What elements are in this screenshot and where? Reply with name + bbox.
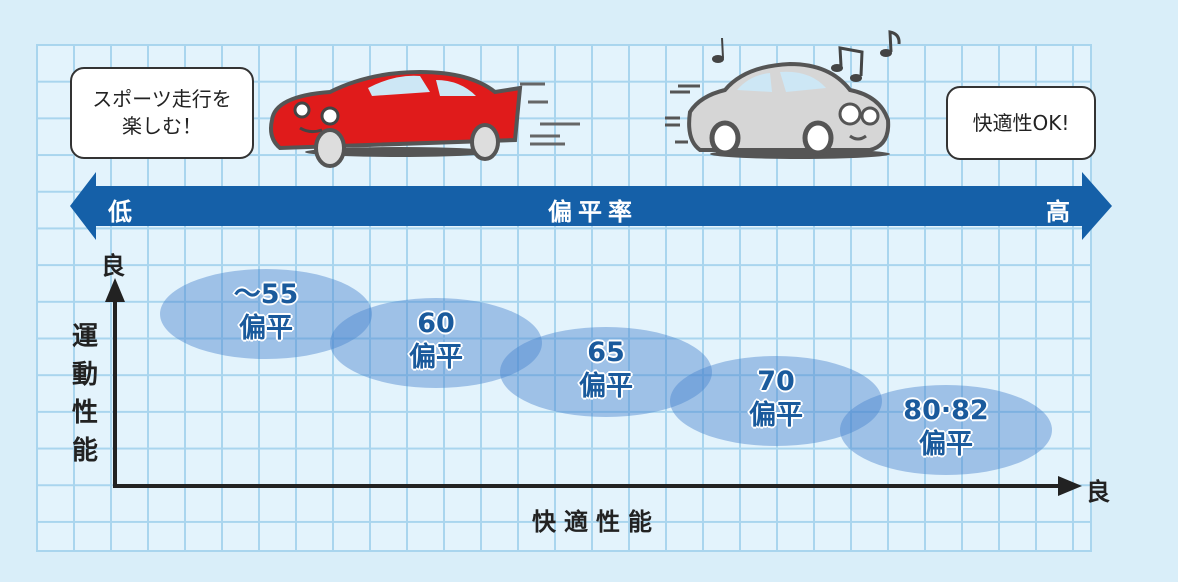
comfort-speech-bubble: 快適性OK!: [946, 86, 1096, 160]
aspect-ratio-title: 偏平率: [548, 198, 638, 226]
x-axis-good-label: 良: [1086, 478, 1110, 506]
aspect-unit: 偏平: [239, 313, 293, 344]
aspect-ratio-ellipse: [500, 327, 712, 417]
white-comfort-car-illustration: [665, 30, 901, 159]
aspect-ratio-ellipse: [670, 356, 882, 446]
y-axis-char: 動: [71, 360, 98, 390]
aspect-high-label: 高: [1046, 198, 1070, 226]
aspect-value: 60: [417, 308, 455, 339]
red-sports-car-illustration: [269, 69, 580, 168]
aspect-ratio-double-arrow: [70, 172, 1112, 240]
aspect-unit: 偏平: [409, 342, 463, 373]
music-notes-icon: [712, 30, 901, 82]
aspect-unit: 偏平: [919, 429, 973, 460]
aspect-low-label: 低: [108, 198, 132, 226]
sport-bubble-line1: スポーツ走行を: [92, 87, 232, 111]
y-axis-label: 運 動 性 能: [70, 318, 100, 470]
aspect-value: 70: [757, 366, 795, 397]
sport-bubble-line2: 楽しむ！: [121, 114, 202, 138]
y-axis-char: 運: [71, 322, 98, 352]
y-axis-char: 性: [71, 398, 98, 428]
aspect-ratio-ellipse: [330, 298, 542, 388]
y-axis-char: 能: [71, 436, 98, 466]
aspect-unit: 偏平: [579, 371, 633, 402]
x-axis-label: 快適性能: [532, 508, 660, 536]
aspect-value: 65: [587, 337, 625, 368]
aspect-unit: 偏平: [749, 400, 803, 431]
axes: [105, 278, 1082, 496]
comfort-bubble-text: 快適性OK!: [972, 110, 1070, 135]
aspect-ratio-ellipse: [840, 385, 1052, 475]
aspect-value: 〜55: [233, 279, 299, 310]
aspect-value: 80·82: [903, 395, 989, 426]
y-axis-good-label: 良: [101, 252, 125, 280]
aspect-ratio-ellipse: [160, 269, 372, 359]
sport-speech-bubble: スポーツ走行を楽しむ！: [70, 67, 254, 159]
